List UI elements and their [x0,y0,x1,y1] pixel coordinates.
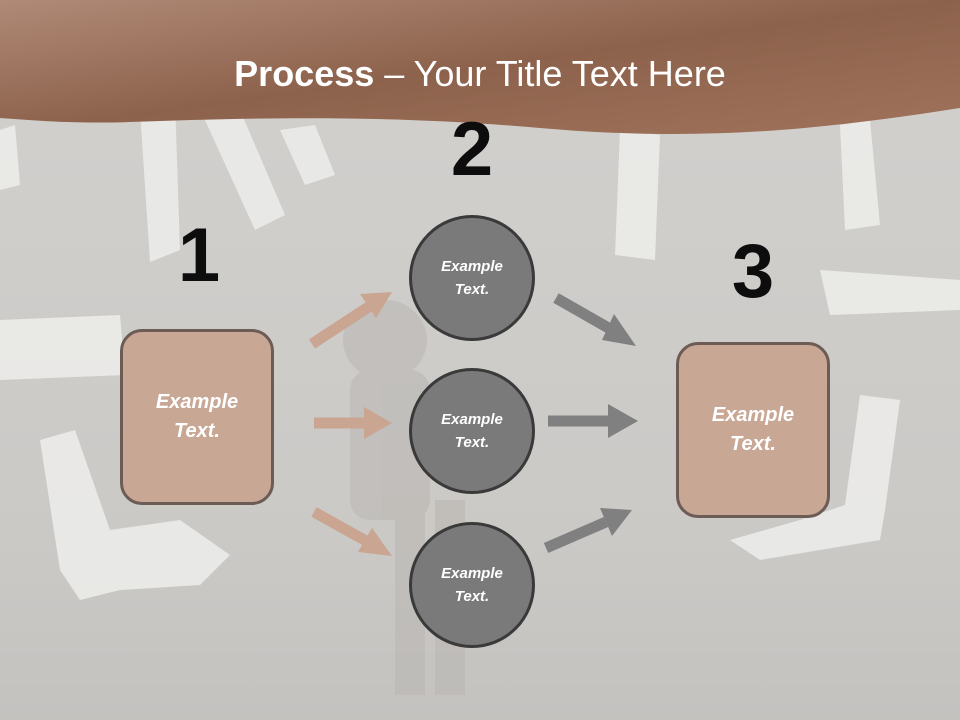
text-line: Example [155,391,239,413]
step-3-number: 3 [731,229,775,314]
step-1-box-text: Example Text. [156,388,238,446]
title-bold: Process [234,53,375,94]
step-2-number: 2 [450,107,494,192]
text-line: Text. [454,434,490,451]
chalk-marks [0,100,960,600]
text-line: Text. [174,420,220,442]
step-1-number: 1 [177,213,221,298]
arrow-top-to-3 [553,293,636,346]
title-rest: – Your Title Text Here [374,53,726,94]
text-line: Text. [454,281,490,298]
step-1-box: Example Text. [120,329,274,505]
arrow-1-to-top [308,292,392,349]
text-line: Text. [730,433,776,455]
step-2-circle-bottom: Example Text. [409,522,535,648]
step-2-circle-middle: Example Text. [409,368,535,494]
circle-text: Example Text. [441,562,503,608]
step-2-circle-top: Example Text. [409,215,535,341]
circle-text: Example Text. [441,255,503,301]
text-line: Example [441,411,503,428]
step-3-box-text: Example Text. [712,401,794,459]
text-line: Text. [454,588,490,605]
arrow-1-to-middle [314,407,392,439]
text-line: Example [441,565,503,582]
slide-title: Process – Your Title Text Here [0,52,960,96]
text-line: Example [711,404,795,426]
text-line: Example [441,258,503,275]
arrow-middle-to-3 [548,404,638,438]
circle-text: Example Text. [441,408,503,454]
step-3-box: Example Text. [676,342,830,518]
arrow-1-to-bottom [311,507,392,556]
arrow-bottom-to-3 [543,508,632,554]
